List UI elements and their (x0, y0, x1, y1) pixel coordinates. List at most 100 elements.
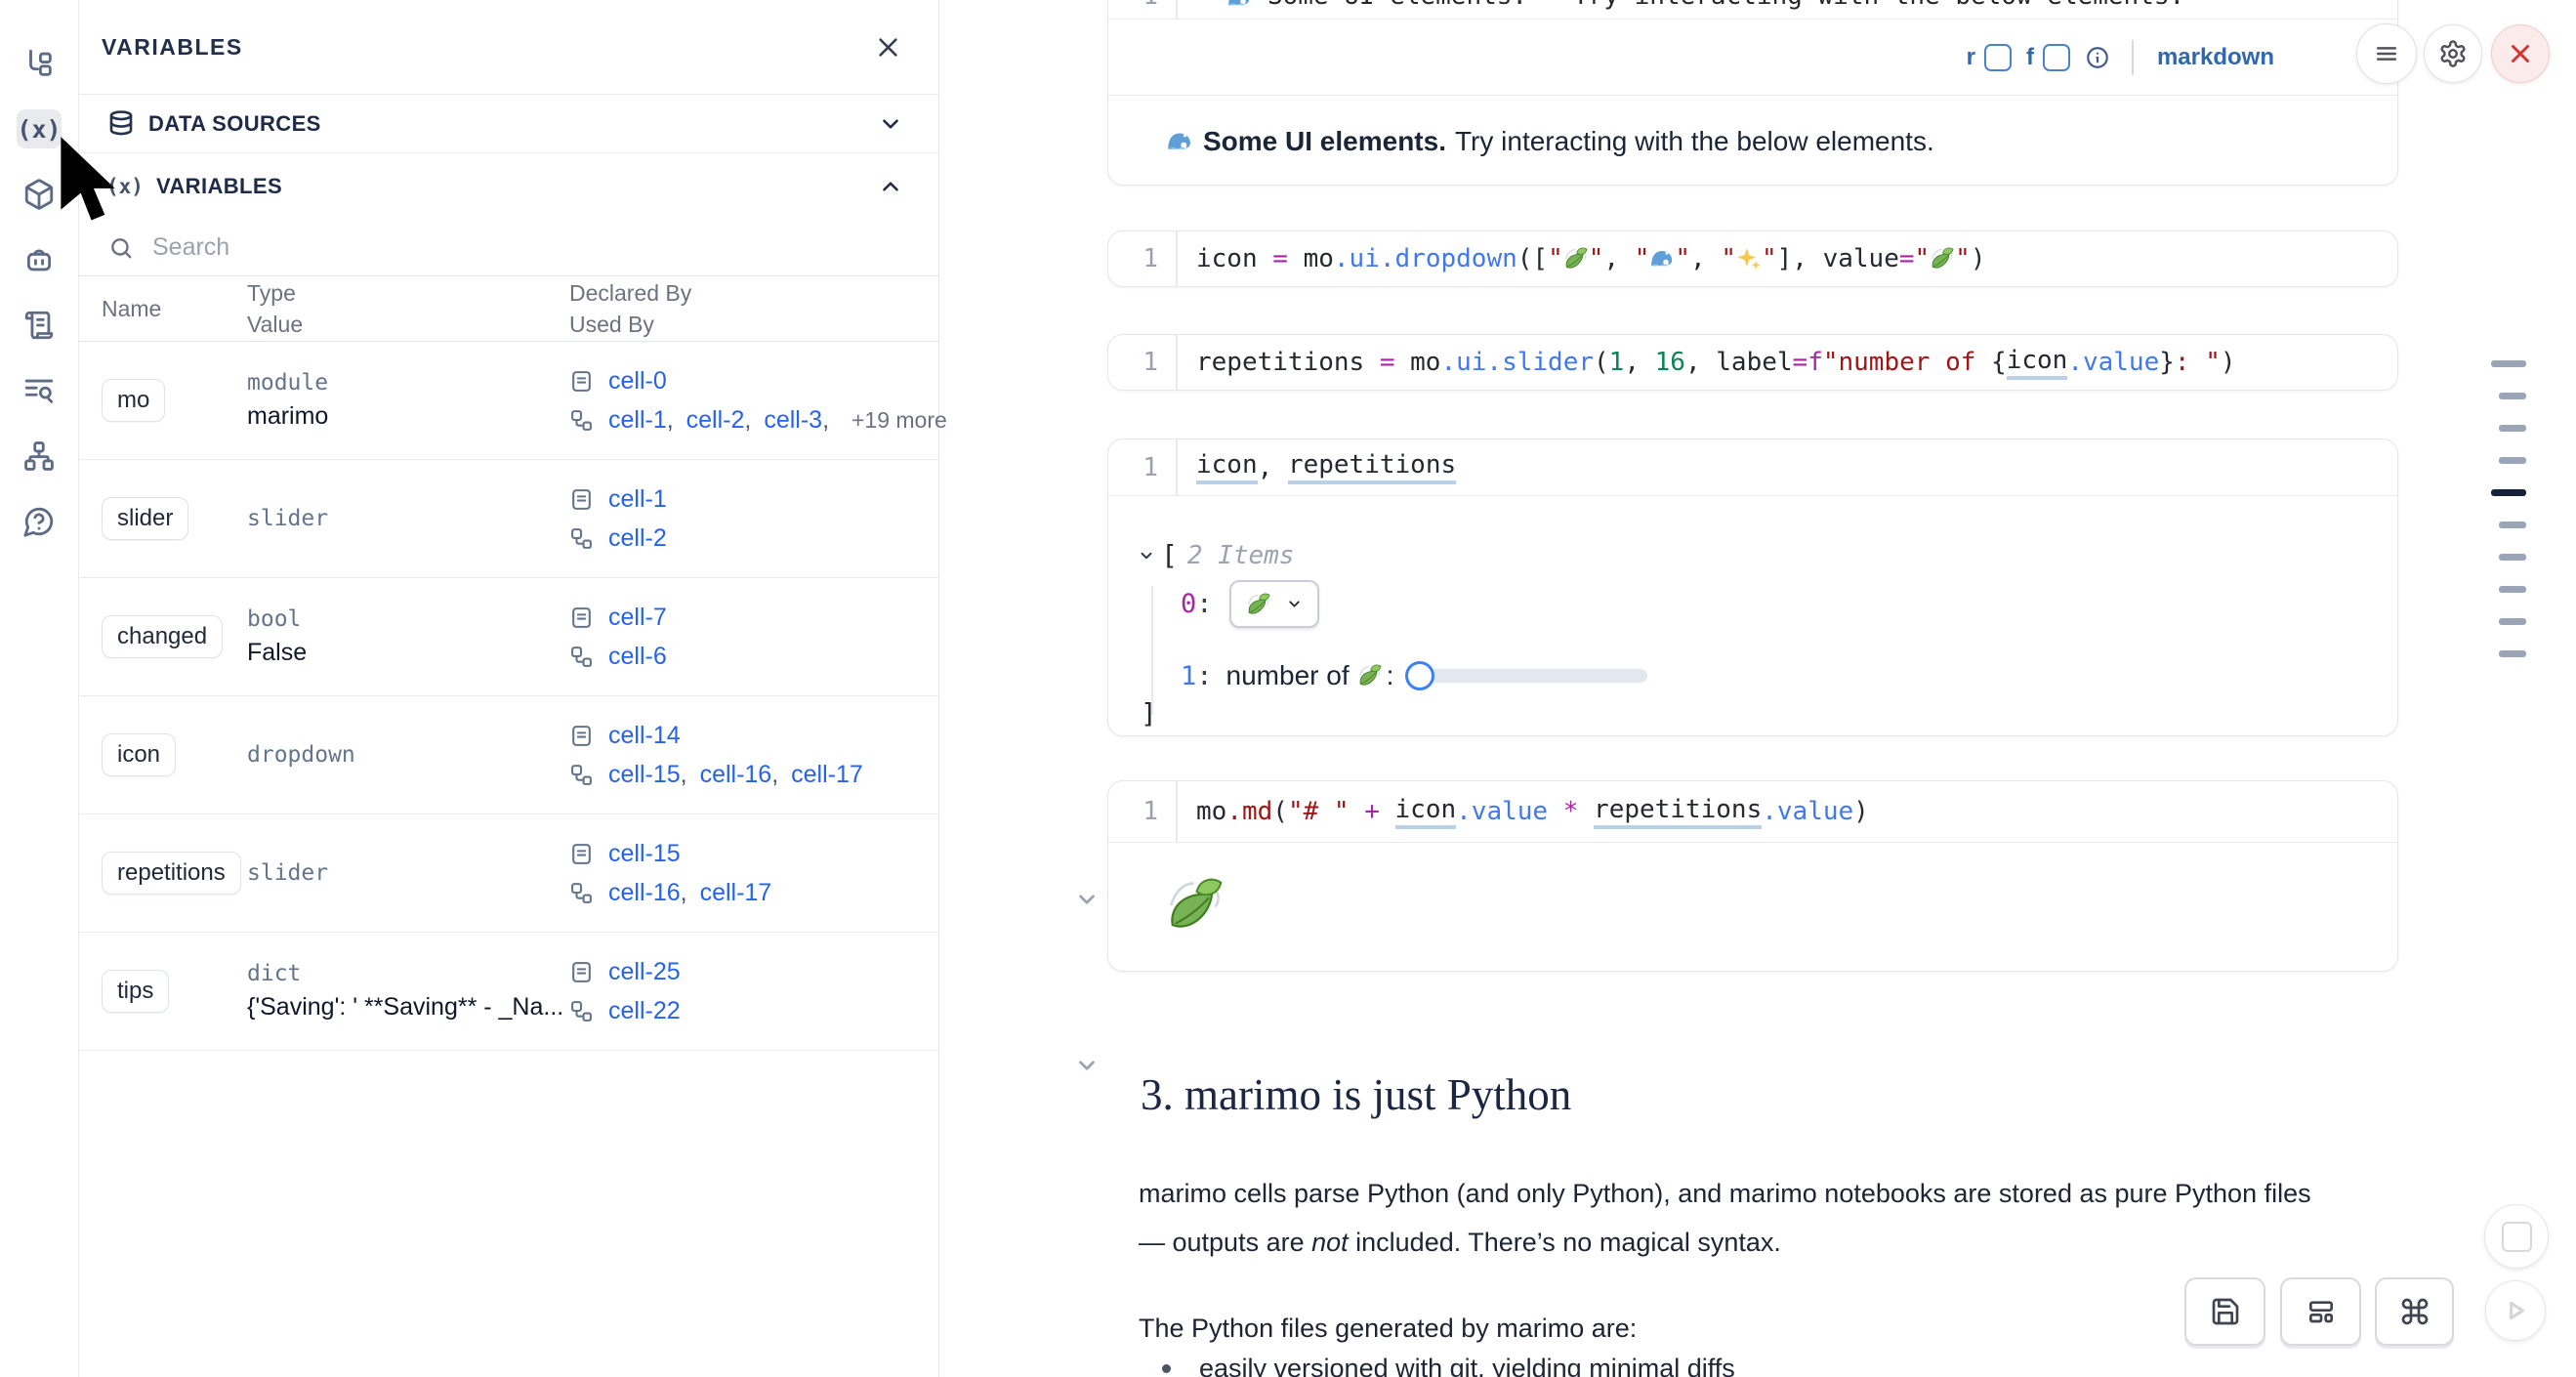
variable-name-badge[interactable]: slider (102, 497, 189, 540)
slider-track[interactable] (1407, 669, 1648, 683)
cell-link[interactable]: cell-16 (699, 760, 772, 788)
checkbox-r[interactable] (1983, 43, 2012, 71)
data-sources-section-header[interactable]: DATA SOURCES (79, 95, 938, 153)
sidebar-item-logs[interactable] (17, 371, 62, 410)
settings-button[interactable] (2424, 24, 2482, 83)
minimap-dash[interactable] (2491, 489, 2526, 496)
language-badge[interactable]: markdown (2156, 43, 2274, 70)
sidebar-item-dependencies[interactable] (17, 437, 62, 476)
variable-name-badge[interactable]: tips (102, 970, 170, 1013)
code-line[interactable]: repetitions = mo.ui.slider(1, 16, label=… (1176, 335, 2236, 390)
collapse-output-button[interactable] (1074, 887, 1100, 912)
usage-link-icon (571, 764, 592, 785)
cell-link[interactable]: cell-25 (608, 957, 681, 985)
code-cell-md-call[interactable]: 1 mo.md("# " + icon.value * repetitions.… (1107, 780, 2398, 972)
close-panel-button[interactable] (875, 34, 901, 61)
layout-button[interactable] (2280, 1277, 2361, 1346)
save-button[interactable] (2184, 1277, 2265, 1346)
output-item-1: 1: number of : (1181, 660, 1648, 691)
variables-table-header: Name Type Value Declared By Used By (79, 276, 938, 342)
code-line[interactable]: icon = mo.ui.dropdown([" ", " ", " "], v… (1176, 231, 1985, 286)
panel-header: VARIABLES (79, 0, 938, 95)
minimap-dash[interactable] (2499, 618, 2526, 625)
cell-link[interactable]: cell-17 (699, 878, 772, 906)
dropdown-select[interactable] (1228, 580, 1319, 628)
cell-link[interactable]: cell-16 (608, 878, 681, 906)
declared-by-line: cell-1 (569, 485, 938, 514)
shutdown-button[interactable] (2491, 24, 2550, 83)
info-icon[interactable] (2085, 45, 2110, 70)
sidebar-item-snippets[interactable] (17, 306, 62, 345)
expand-data-sources-button[interactable] (878, 111, 903, 137)
cell-link[interactable]: cell-2 (686, 405, 745, 434)
interrupt-button[interactable] (2484, 1204, 2549, 1269)
variable-cell-refs: cell-7 cell-6 (569, 604, 938, 671)
panel-title: VARIABLES (102, 33, 243, 60)
slider-thumb[interactable] (1405, 661, 1435, 690)
cell-link[interactable]: cell-3 (764, 405, 823, 434)
minimap-dash[interactable] (2499, 522, 2526, 528)
minimap-dash[interactable] (2499, 650, 2526, 657)
minimap-dash[interactable] (2499, 554, 2526, 561)
checkbox-f[interactable] (2042, 43, 2070, 71)
sidebar-item-ai[interactable] (17, 240, 62, 279)
cell-link[interactable]: cell-14 (608, 721, 681, 749)
variable-name-badge[interactable]: changed (102, 615, 224, 658)
leaf-emoji-icon (1564, 247, 1588, 269)
cell-link[interactable]: cell-22 (608, 996, 681, 1024)
cell-link[interactable]: cell-7 (608, 603, 667, 631)
variable-type-value: dict{'Saving': ' **Saving** - _Na... (247, 961, 564, 1021)
cell-link[interactable]: cell-15 (608, 760, 681, 788)
cell-link[interactable]: cell-6 (608, 642, 667, 670)
code-line[interactable]: icon, repetitions (1176, 439, 1457, 495)
code-cell-dropdown[interactable]: 1 icon = mo.ui.dropdown([" ", " ", " "],… (1107, 230, 2398, 287)
markdown-cell[interactable]: 1 ** Some UI elements.** Try interacting… (1107, 0, 2398, 186)
minimap-dash[interactable] (2499, 425, 2526, 432)
minimap-dash[interactable] (2499, 586, 2526, 593)
variables-section-header[interactable]: (x) VARIABLES (79, 153, 938, 220)
sidebar-item-file-tree[interactable] (17, 44, 62, 83)
paragraph-2: The Python files generated by marimo are… (1139, 1314, 1638, 1343)
keyboard-shortcuts-button[interactable] (2375, 1277, 2454, 1346)
save-icon (2212, 1298, 2238, 1325)
markdown-cell-source[interactable]: ** Some UI elements.** Try interacting w… (1176, 0, 2184, 19)
markdown-cell-editor[interactable]: 1 ** Some UI elements.** Try interacting… (1108, 0, 2397, 20)
cell-link[interactable]: cell-1 (608, 405, 667, 434)
stop-icon (2501, 1221, 2532, 1252)
cell-link[interactable]: cell-17 (791, 760, 863, 788)
scroll-icon (24, 311, 54, 340)
search-input[interactable] (150, 232, 909, 263)
repetitions-slider[interactable] (1405, 660, 1648, 691)
cell-minimap[interactable] (2490, 360, 2526, 683)
paragraph-1: marimo cells parse Python (and only Pyth… (1139, 1179, 2311, 1257)
column-header-type-value: Type Value (247, 280, 304, 337)
output-bold-text: Some UI elements. (1203, 126, 1446, 156)
cell-link[interactable]: cell-2 (608, 523, 667, 552)
code-line[interactable]: mo.md("# " + icon.value * repetitions.va… (1176, 781, 1869, 842)
cell-link[interactable]: cell-0 (608, 366, 667, 395)
variable-type-value: slider (247, 506, 329, 531)
collapse-chevron-icon[interactable] (1138, 547, 1155, 564)
minimap-dash[interactable] (2499, 393, 2526, 399)
sidebar-item-variables[interactable]: (x) (17, 109, 62, 148)
collapse-section-button[interactable] (1074, 1053, 1100, 1078)
minimap-dash[interactable] (2491, 360, 2526, 367)
cell-link[interactable]: cell-15 (608, 839, 681, 867)
variable-name-badge[interactable]: icon (102, 733, 177, 776)
declared-by-line: cell-0 (569, 367, 947, 396)
minimap-dash[interactable] (2499, 457, 2526, 464)
cell-link[interactable]: cell-1 (608, 484, 667, 513)
run-button[interactable] (2485, 1280, 2546, 1341)
variable-name-badge[interactable]: repetitions (102, 852, 241, 895)
sidebar-item-packages[interactable] (17, 175, 62, 214)
variable-cell-refs: cell-15 cell-16, cell-17 (569, 840, 938, 907)
used-by-line: cell-2 (569, 524, 938, 553)
notebook-menu-button[interactable] (2356, 23, 2417, 84)
code-cell-slider[interactable]: 1 repetitions = mo.ui.slider(1, 16, labe… (1107, 334, 2398, 391)
sidebar-item-help[interactable] (17, 502, 62, 541)
used-by-line: cell-1, cell-2, cell-3, +19 more (569, 406, 947, 435)
more-cells[interactable]: +19 more (851, 406, 947, 433)
variable-name-badge[interactable]: mo (102, 379, 166, 422)
collapse-variables-button[interactable] (878, 174, 903, 199)
code-cell-combo[interactable]: 1 icon, repetitions [ 2 Items 0: (1107, 438, 2398, 736)
